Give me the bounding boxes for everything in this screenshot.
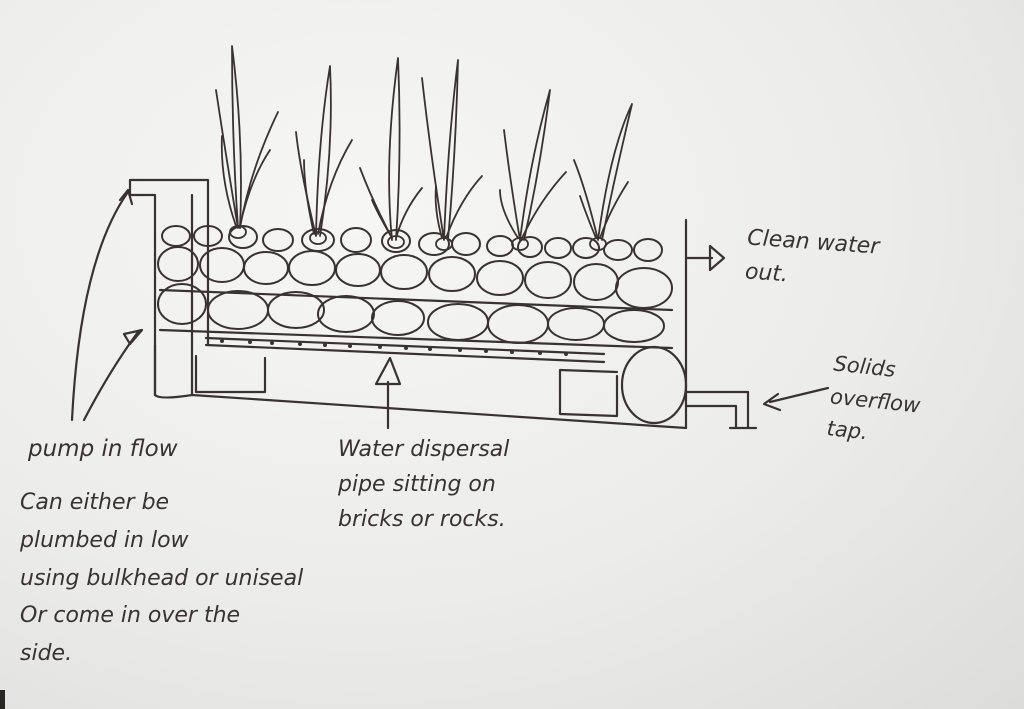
dispersal-pipe-label: Water dispersal pipe sitting on bricks o…: [338, 437, 510, 533]
solids-overflow-tap: [684, 390, 758, 430]
brick-left: [194, 354, 267, 394]
grow-bed-container: [153, 218, 688, 430]
brick-right: [558, 368, 619, 418]
clean-water-arrow: [684, 244, 726, 272]
pipe-arrow: [374, 356, 402, 430]
pump-arrow-top: [118, 188, 134, 206]
inlet-pipe: [128, 178, 210, 397]
clean-water-label: Clean water out.: [744, 225, 881, 288]
dispersal-pipe: [204, 336, 606, 364]
plant-6: [573, 103, 633, 251]
plant-5: [499, 89, 567, 251]
pump-inflow-label: pump in flow: [28, 436, 178, 462]
pump-leader-bottom: [82, 330, 140, 422]
plant-3: [359, 57, 423, 249]
plant-1: [215, 45, 279, 239]
gravel-layer-line-1: [158, 288, 674, 312]
solids-arrow: [762, 386, 830, 412]
pump-arrow-bottom: [122, 328, 144, 346]
plant-4: [421, 59, 483, 251]
plumbing-note: Can either be plumbed in low using bulkh…: [20, 490, 304, 667]
edge-mark: [0, 690, 5, 709]
solids-overflow-label: Solids overflow tap.: [825, 351, 922, 445]
large-rock: [620, 345, 688, 425]
plants: [215, 45, 633, 251]
pipe-holes: [220, 339, 568, 356]
pump-leader-top: [70, 190, 130, 422]
gravel-stones: [157, 225, 673, 344]
gravel-layer-line-2: [158, 328, 674, 350]
plant-2: [295, 65, 353, 245]
